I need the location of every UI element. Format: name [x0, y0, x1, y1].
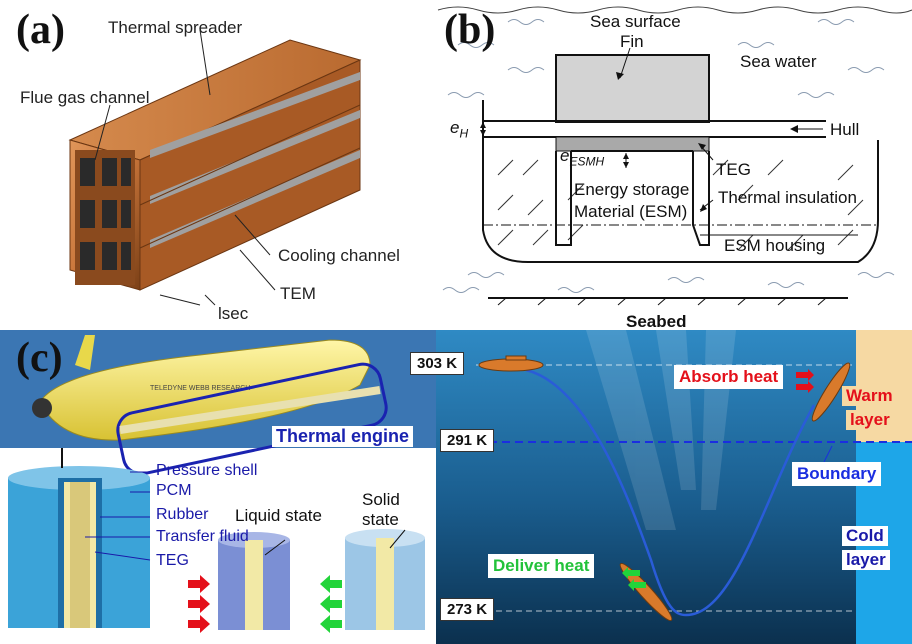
liquid-state-label: Liquid state: [235, 506, 322, 525]
deliver-heat-label: Deliver heat: [488, 554, 595, 578]
thermal-engine-illustration: TELEDYNE WEBB RESEARCH: [8, 335, 425, 633]
pressure-shell-label: Pressure shell: [156, 462, 258, 479]
sea-surface-label: Sea surface: [590, 12, 681, 31]
rubber-label: Rubber: [156, 506, 209, 523]
teg-label: TEG: [716, 160, 751, 179]
thermal-engine-label: Thermal engine: [272, 426, 414, 447]
glider-trajectory: [525, 368, 816, 617]
warm-layer-label-1: Warm: [842, 386, 897, 406]
esm-label-line2: Material (ESM): [574, 202, 688, 221]
panel-b-tag: (b): [444, 7, 496, 53]
hull-label: Hull: [830, 120, 860, 139]
e-esmh-label: eESMH: [560, 146, 605, 169]
panel-a: (a) Thermal spreader Flue gas channel Co…: [0, 0, 438, 330]
fin-label: Fin: [620, 32, 644, 51]
fin-shape: [555, 54, 710, 123]
flue-gas-channels: [75, 150, 135, 285]
warm-layer-label-2: layer: [846, 410, 894, 430]
panel-c-right: 303 K 291 K 273 K Absorb heat Warm layer…: [410, 330, 912, 644]
esm-housing-label: ESM housing: [724, 236, 826, 255]
flue-gas-channel-label: Flue gas channel: [20, 88, 150, 107]
absorb-heat-label: Absorb heat: [674, 365, 784, 389]
e-h-label: eH: [450, 118, 469, 141]
panel-a-tag: (a): [16, 7, 65, 53]
glider-antenna: [75, 335, 95, 370]
thermal-insulation-label: Thermal insulation: [718, 188, 857, 207]
esm-schematic: [437, 6, 912, 306]
teg-label-c: TEG: [156, 552, 189, 569]
temp-303-box: 303 K: [410, 352, 465, 375]
cooling-channel-label: Cooling channel: [278, 246, 400, 265]
heat-in-arrows: [188, 575, 210, 633]
pcm-label: PCM: [156, 482, 192, 499]
glider-bottom: [619, 562, 673, 622]
cold-layer-label-2: layer: [842, 550, 890, 570]
temp-273-box: 273 K: [440, 598, 495, 621]
lsec-label: lsec: [218, 304, 249, 323]
glider-right: [811, 362, 851, 422]
heat-exchanger-illustration: [68, 29, 362, 306]
panel-c-left: TELEDYNE WEBB RESEARCH: [0, 330, 436, 644]
sea-water-label: Sea water: [740, 52, 817, 71]
thermal-spreader-label: Thermal spreader: [108, 18, 243, 37]
glider-brand: TELEDYNE WEBB RESEARCH: [150, 385, 250, 392]
solid-state-label-1: Solid: [362, 490, 400, 509]
boundary-label: Boundary: [792, 462, 882, 486]
thermal-engine-box: [116, 362, 388, 476]
panel-b: (b) Sea surface Fin Sea water eH Hull eE…: [437, 0, 912, 331]
heat-out-arrows: [320, 575, 342, 633]
cold-layer-label-1: Cold: [842, 526, 888, 546]
transfer-fluid-label: Transfer fluid: [156, 528, 249, 545]
tem-label: TEM: [280, 284, 316, 303]
glider-top: [478, 355, 544, 372]
temp-291-box: 291 K: [440, 429, 495, 452]
esm-label-line1: Energy storage: [574, 180, 690, 199]
glider-nose: [32, 398, 52, 418]
panel-c-tag: (c): [16, 335, 63, 381]
wave-pattern: [442, 19, 895, 293]
glider-body: [39, 339, 371, 441]
seabed-label: Seabed: [626, 312, 687, 331]
solid-state-label-2: state: [362, 510, 399, 529]
seabed-hatching: [497, 297, 827, 306]
